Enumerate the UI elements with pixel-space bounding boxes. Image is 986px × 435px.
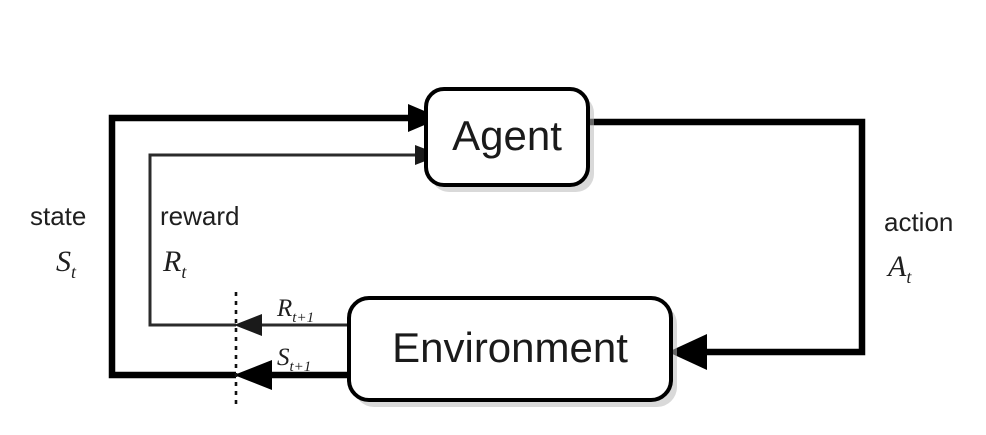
reward-symbol-glyph: R: [162, 245, 181, 278]
state-subscript-glyph: t: [71, 262, 77, 282]
agent-label: Agent: [452, 112, 562, 159]
next-state-subscript-glyph: t+1: [290, 359, 312, 375]
action-arrowhead-icon: [668, 334, 707, 370]
reward-symbol-label: Rt: [162, 245, 187, 282]
next-reward-arrowhead-icon: [234, 314, 262, 336]
next-reward-subscript-glyph: t+1: [292, 310, 314, 326]
next-reward-symbol-label: Rt+1: [276, 295, 314, 326]
action-subscript-glyph: t: [906, 267, 912, 287]
next-reward-symbol-glyph: R: [276, 295, 292, 322]
action-word-label: action: [884, 207, 953, 237]
state-symbol-label: St: [56, 245, 77, 282]
reward-feedback-path: [148, 153, 415, 327]
state-word-label: state: [30, 201, 86, 231]
next-state-symbol-label: St+1: [277, 344, 311, 375]
next-state-symbol-glyph: S: [277, 344, 290, 371]
state-feedback-path: [108, 114, 408, 379]
environment-label: Environment: [392, 324, 628, 371]
next-state-arrowhead-icon: [234, 360, 272, 390]
reward-word-label: reward: [160, 201, 239, 231]
reward-subscript-glyph: t: [181, 262, 187, 282]
agent-box[interactable]: [424, 87, 590, 187]
action-symbol-glyph: A: [886, 250, 907, 283]
environment-box[interactable]: [347, 296, 673, 402]
action-path: [588, 118, 866, 356]
action-symbol-label: At: [886, 250, 912, 287]
state-symbol-glyph: S: [56, 245, 71, 278]
